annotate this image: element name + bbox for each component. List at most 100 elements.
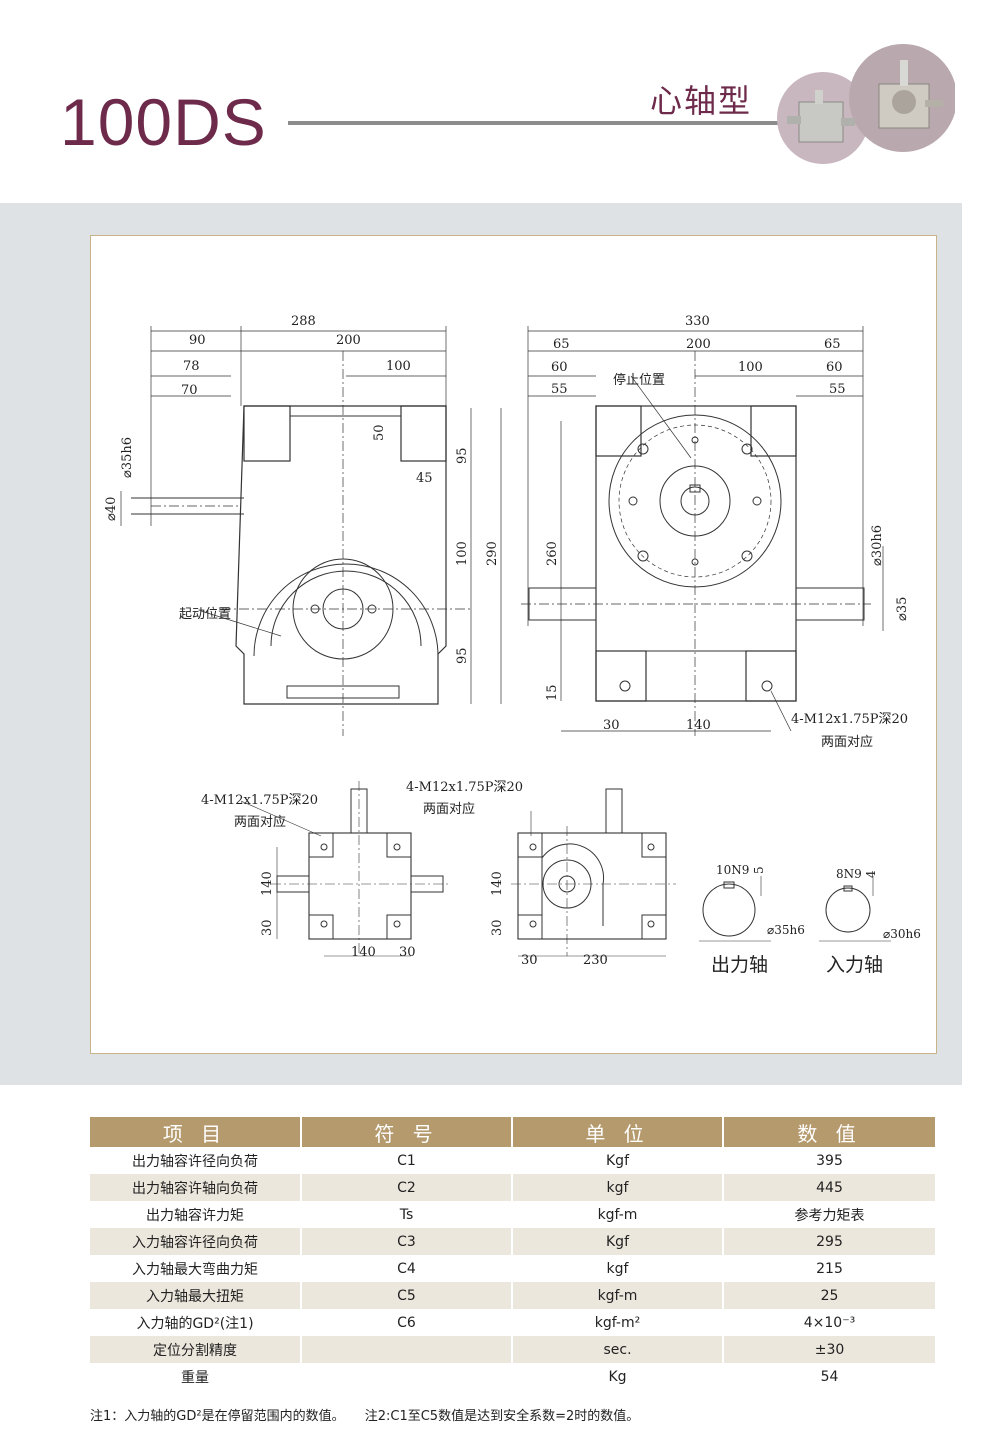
- row-unit: kgf-m: [512, 1282, 724, 1309]
- dim-dia35h6: ⌀35h6: [120, 437, 135, 478]
- dim-30-bm: 30: [521, 953, 538, 968]
- thread-note-left: 4-M12x1.75P深20: [201, 793, 318, 808]
- row-item: 出力轴容许力矩: [90, 1201, 302, 1228]
- bottom-mid-view: [511, 788, 676, 957]
- dim-95-bottom: 95: [455, 647, 470, 664]
- thread-note-mid: 4-M12x1.75P深20: [406, 780, 523, 795]
- dim-95-top: 95: [455, 447, 470, 464]
- row-item: 出力轴容许轴向负荷: [90, 1174, 302, 1201]
- input-key-depth: 4: [864, 870, 878, 878]
- table-header-row: 项 目 符 号 单 位 数 值: [90, 1117, 935, 1147]
- bottom-left-view: [240, 781, 451, 957]
- dim-100-vert: 100: [455, 541, 470, 566]
- footnote-1: 注1：入力轴的GD²是在停留范围内的数值。: [90, 1409, 345, 1424]
- front-view: [120, 326, 502, 736]
- row-symbol: C1: [301, 1147, 513, 1174]
- row-value: ±30: [723, 1336, 935, 1363]
- row-symbol: C6: [301, 1309, 513, 1336]
- table-row: 重量 Kg 54: [90, 1363, 935, 1390]
- row-symbol: C3: [301, 1228, 513, 1255]
- dim-dia40: ⌀40: [104, 497, 119, 521]
- dim-200: 200: [336, 333, 361, 348]
- row-item: 定位分割精度: [90, 1336, 302, 1363]
- dim-330: 330: [685, 314, 710, 329]
- row-symbol: Ts: [301, 1201, 513, 1228]
- dim-30-bm-vert: 30: [490, 919, 505, 936]
- input-shaft-section: [819, 876, 891, 942]
- dim-140-side: 140: [686, 718, 711, 733]
- header-unit: 单 位: [512, 1117, 724, 1147]
- product-photos: [777, 44, 955, 164]
- row-unit: kgf: [512, 1174, 724, 1201]
- indexer-photo-right-icon: [878, 60, 943, 129]
- row-symbol: C5: [301, 1282, 513, 1309]
- row-symbol: [301, 1363, 513, 1390]
- label-start-position: 起动位置: [179, 607, 231, 622]
- table-row: 入力轴的GD²(注1) C6 kgf-m² 4×10⁻³: [90, 1309, 935, 1336]
- indexer-photo-left-icon: [787, 90, 855, 143]
- output-shaft-label: 出力轴: [711, 954, 768, 976]
- table-row: 入力轴容许径向负荷 C3 Kgf 295: [90, 1228, 935, 1255]
- table-row: 定位分割精度 sec. ±30: [90, 1336, 935, 1363]
- dim-50: 50: [372, 424, 387, 441]
- dim-55-right: 55: [829, 382, 846, 397]
- row-unit: sec.: [512, 1336, 724, 1363]
- row-item: 重量: [90, 1363, 302, 1390]
- thread-note-side: 4-M12x1.75P深20: [791, 712, 908, 727]
- dim-200-side: 200: [686, 337, 711, 352]
- dim-65-left: 65: [553, 337, 570, 352]
- dim-60-right: 60: [826, 360, 843, 375]
- table-row: 出力轴容许力矩 Ts kgf-m 参考力矩表: [90, 1201, 935, 1228]
- footnote-2: 注2:C1至C5数值是达到安全系数=2时的数值。: [364, 1409, 640, 1424]
- dim-70: 70: [181, 383, 198, 398]
- header-symbol: 符 号: [301, 1117, 513, 1147]
- table-row: 出力轴容许径向负荷 C1 Kgf 395: [90, 1147, 935, 1174]
- side-view: [521, 326, 884, 736]
- both-sides-note: 两面对应: [821, 734, 873, 750]
- type-title: 心轴型: [650, 82, 753, 120]
- dim-78: 78: [183, 359, 200, 374]
- input-shaft-label: 入力轴: [826, 954, 883, 976]
- row-symbol: [301, 1336, 513, 1363]
- footnotes: 注1：入力轴的GD²是在停留范围内的数值。 注2:C1至C5数值是达到安全系数=…: [90, 1405, 655, 1424]
- output-key-depth: 5: [752, 866, 766, 874]
- row-value: 54: [723, 1363, 935, 1390]
- spec-table: 项 目 符 号 单 位 数 值 出力轴容许径向负荷 C1 Kgf 395 出力轴…: [90, 1117, 935, 1390]
- dim-140-bm-vert: 140: [490, 871, 505, 896]
- label-stop-position: 停止位置: [613, 372, 665, 388]
- row-item: 入力轴容许径向负荷: [90, 1228, 302, 1255]
- row-value: 25: [723, 1282, 935, 1309]
- row-symbol: C4: [301, 1255, 513, 1282]
- input-key: 8N9: [836, 867, 862, 881]
- both-sides-mid: 两面对应: [423, 801, 475, 817]
- dim-100-side: 100: [738, 360, 763, 375]
- row-item: 入力轴的GD²(注1): [90, 1309, 302, 1336]
- row-value: 395: [723, 1147, 935, 1174]
- input-dia: ⌀30h6: [883, 927, 921, 941]
- dim-dia30h6: ⌀30h6: [870, 525, 885, 566]
- technical-drawing: 288 90 200 78 100 70 50 45 95 100 290 95…: [90, 235, 937, 1054]
- dim-65-right: 65: [824, 337, 841, 352]
- model-title: 100DS: [60, 85, 267, 159]
- dim-260: 260: [545, 541, 560, 566]
- dim-30-side: 30: [603, 718, 620, 733]
- row-item: 出力轴容许径向负荷: [90, 1147, 302, 1174]
- output-key: 10N9: [716, 863, 749, 877]
- header-rule: [288, 121, 788, 125]
- output-dia: ⌀35h6: [767, 923, 805, 937]
- row-unit: kgf: [512, 1255, 724, 1282]
- row-item: 入力轴最大扭矩: [90, 1282, 302, 1309]
- dim-45: 45: [416, 471, 433, 486]
- dim-140-bl-vert: 140: [260, 871, 275, 896]
- dim-140-bl: 140: [351, 945, 376, 960]
- row-unit: Kgf: [512, 1147, 724, 1174]
- dim-60-left: 60: [551, 360, 568, 375]
- row-symbol: C2: [301, 1174, 513, 1201]
- dim-30-bl-vert: 30: [260, 919, 275, 936]
- dim-15: 15: [545, 684, 560, 701]
- dim-30-bl: 30: [399, 945, 416, 960]
- table-row: 入力轴最大扭矩 C5 kgf-m 25: [90, 1282, 935, 1309]
- row-item: 入力轴最大弯曲力矩: [90, 1255, 302, 1282]
- row-value: 215: [723, 1255, 935, 1282]
- both-sides-left: 两面对应: [234, 814, 286, 830]
